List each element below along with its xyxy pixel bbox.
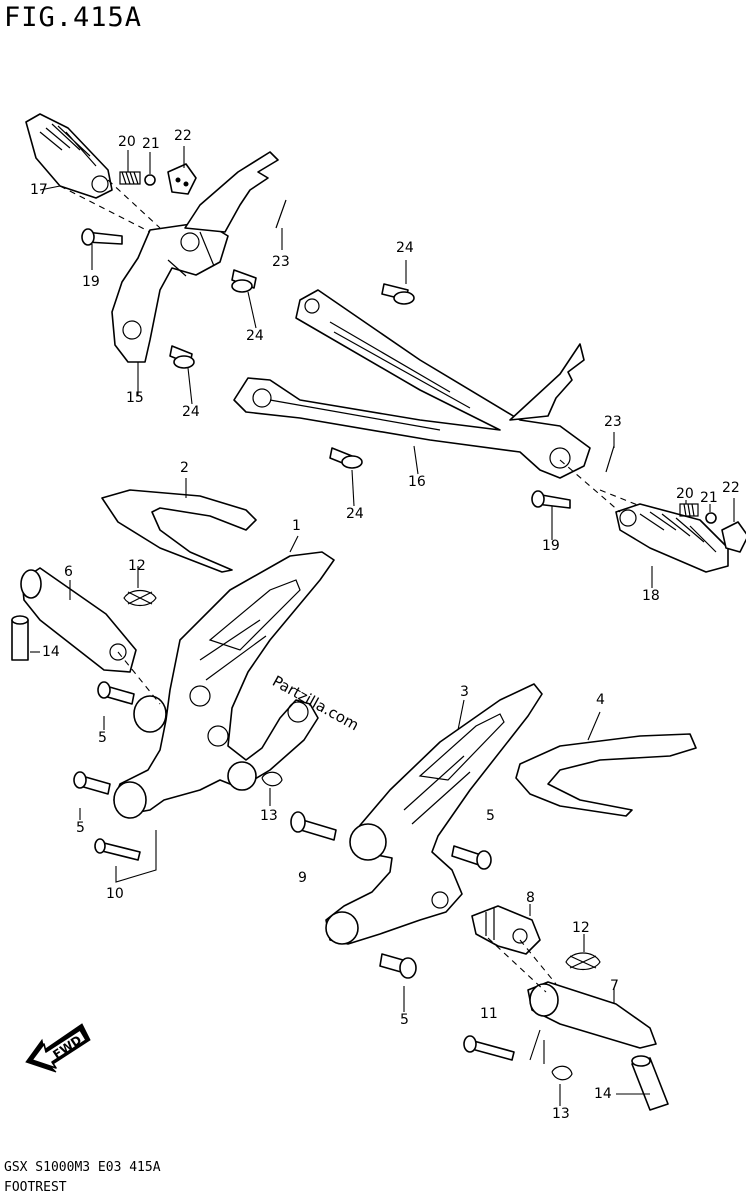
part-2-heel-guard-left: [101, 489, 257, 573]
callout-6: 6: [64, 564, 73, 580]
callout-20-b: 20: [676, 486, 694, 502]
callout-13-b: 13: [552, 1106, 570, 1122]
part-5-bolt-d: [379, 953, 417, 979]
part-12-spring-left: [123, 589, 157, 607]
part-12-spring-right: [565, 952, 601, 971]
callout-24-b: 24: [246, 328, 264, 344]
callout-5-b: 5: [76, 820, 85, 836]
callout-24-c: 24: [182, 404, 200, 420]
part-6-footpeg-left: [20, 567, 137, 673]
callout-23-b: 23: [604, 414, 622, 430]
callout-12-a: 12: [128, 558, 146, 574]
part-19-pin-left: [81, 228, 123, 246]
callout-21-b: 21: [700, 490, 718, 506]
callout-15: 15: [126, 390, 144, 406]
part-14-rubber-right: [631, 1055, 669, 1111]
part-15-rear-bracket-left: [111, 151, 279, 363]
part-22-plate-right: [721, 521, 746, 553]
part-4-heel-guard-right: [515, 733, 697, 817]
part-7-footpeg-right: [527, 981, 657, 1049]
part-1-footrest-bracket-left: [113, 551, 335, 819]
part-14-rubber-left: [11, 615, 29, 661]
part-16-rear-bracket-right: [233, 289, 591, 479]
callout-14-a: 14: [42, 644, 60, 660]
footer-section-name: FOOTREST: [4, 1180, 67, 1195]
part-8-pivot-assembly: [471, 905, 541, 955]
callout-19-b: 19: [542, 538, 560, 554]
callout-18: 18: [642, 588, 660, 604]
callout-5-d: 5: [400, 1012, 409, 1028]
part-21-ball-left: [144, 174, 156, 186]
callout-1: 1: [292, 518, 301, 534]
callout-11: 11: [480, 1006, 498, 1022]
callout-9: 9: [298, 870, 307, 886]
part-19-pin-right: [531, 490, 571, 509]
part-18-footpeg-right: [615, 503, 729, 573]
part-17-footpeg-left: [25, 113, 113, 199]
callout-4: 4: [596, 692, 605, 708]
fwd-arrow-icon: FWD: [25, 1023, 91, 1073]
callout-17: 17: [30, 182, 48, 198]
part-13-clip-left: [261, 771, 283, 787]
callout-16: 16: [408, 474, 426, 490]
part-24-bolt-b: [169, 345, 195, 369]
callout-21-a: 21: [142, 136, 160, 152]
part-5-bolt-c: [451, 845, 492, 870]
part-3-footrest-bracket-right: [325, 683, 543, 945]
part-24-bolt-c: [381, 283, 415, 305]
part-10-pin-left: [94, 838, 141, 861]
part-11-pin-right: [463, 1035, 515, 1061]
callout-7: 7: [610, 978, 619, 994]
callout-5-a: 5: [98, 730, 107, 746]
callout-23-a: 23: [272, 254, 290, 270]
part-13-clip-right: [551, 1065, 573, 1081]
part-21-ball-right: [705, 512, 717, 524]
callout-8: 8: [526, 890, 535, 906]
callout-10: 10: [106, 886, 124, 902]
callout-24-a: 24: [396, 240, 414, 256]
callout-13-a: 13: [260, 808, 278, 824]
callout-22-b: 22: [722, 480, 740, 496]
part-20-spring-right: [679, 503, 699, 517]
part-9-bolt: [290, 811, 337, 841]
figure-title: FIG.415A: [4, 2, 143, 33]
callout-14-b: 14: [594, 1086, 612, 1102]
callout-5-c: 5: [486, 808, 495, 824]
part-24-bolt-a: [231, 269, 257, 293]
part-24-bolt-d: [329, 447, 363, 469]
callout-3: 3: [460, 684, 469, 700]
callout-20-a: 20: [118, 134, 136, 150]
part-20-spring-left: [119, 171, 141, 185]
footer-diagram-code: GSX S1000M3 E03 415A: [4, 1160, 161, 1175]
callout-24-d: 24: [346, 506, 364, 522]
part-23-clip-left: [275, 199, 287, 229]
callout-2: 2: [180, 460, 189, 476]
part-22-plate-left: [167, 163, 197, 195]
callout-12-b: 12: [572, 920, 590, 936]
leader-lines: [30, 146, 735, 1106]
callout-19-a: 19: [82, 274, 100, 290]
part-5-bolt-a: [97, 681, 135, 705]
part-23-clip-right: [605, 445, 615, 473]
callout-22-a: 22: [174, 128, 192, 144]
part-5-bolt-b: [73, 771, 111, 795]
